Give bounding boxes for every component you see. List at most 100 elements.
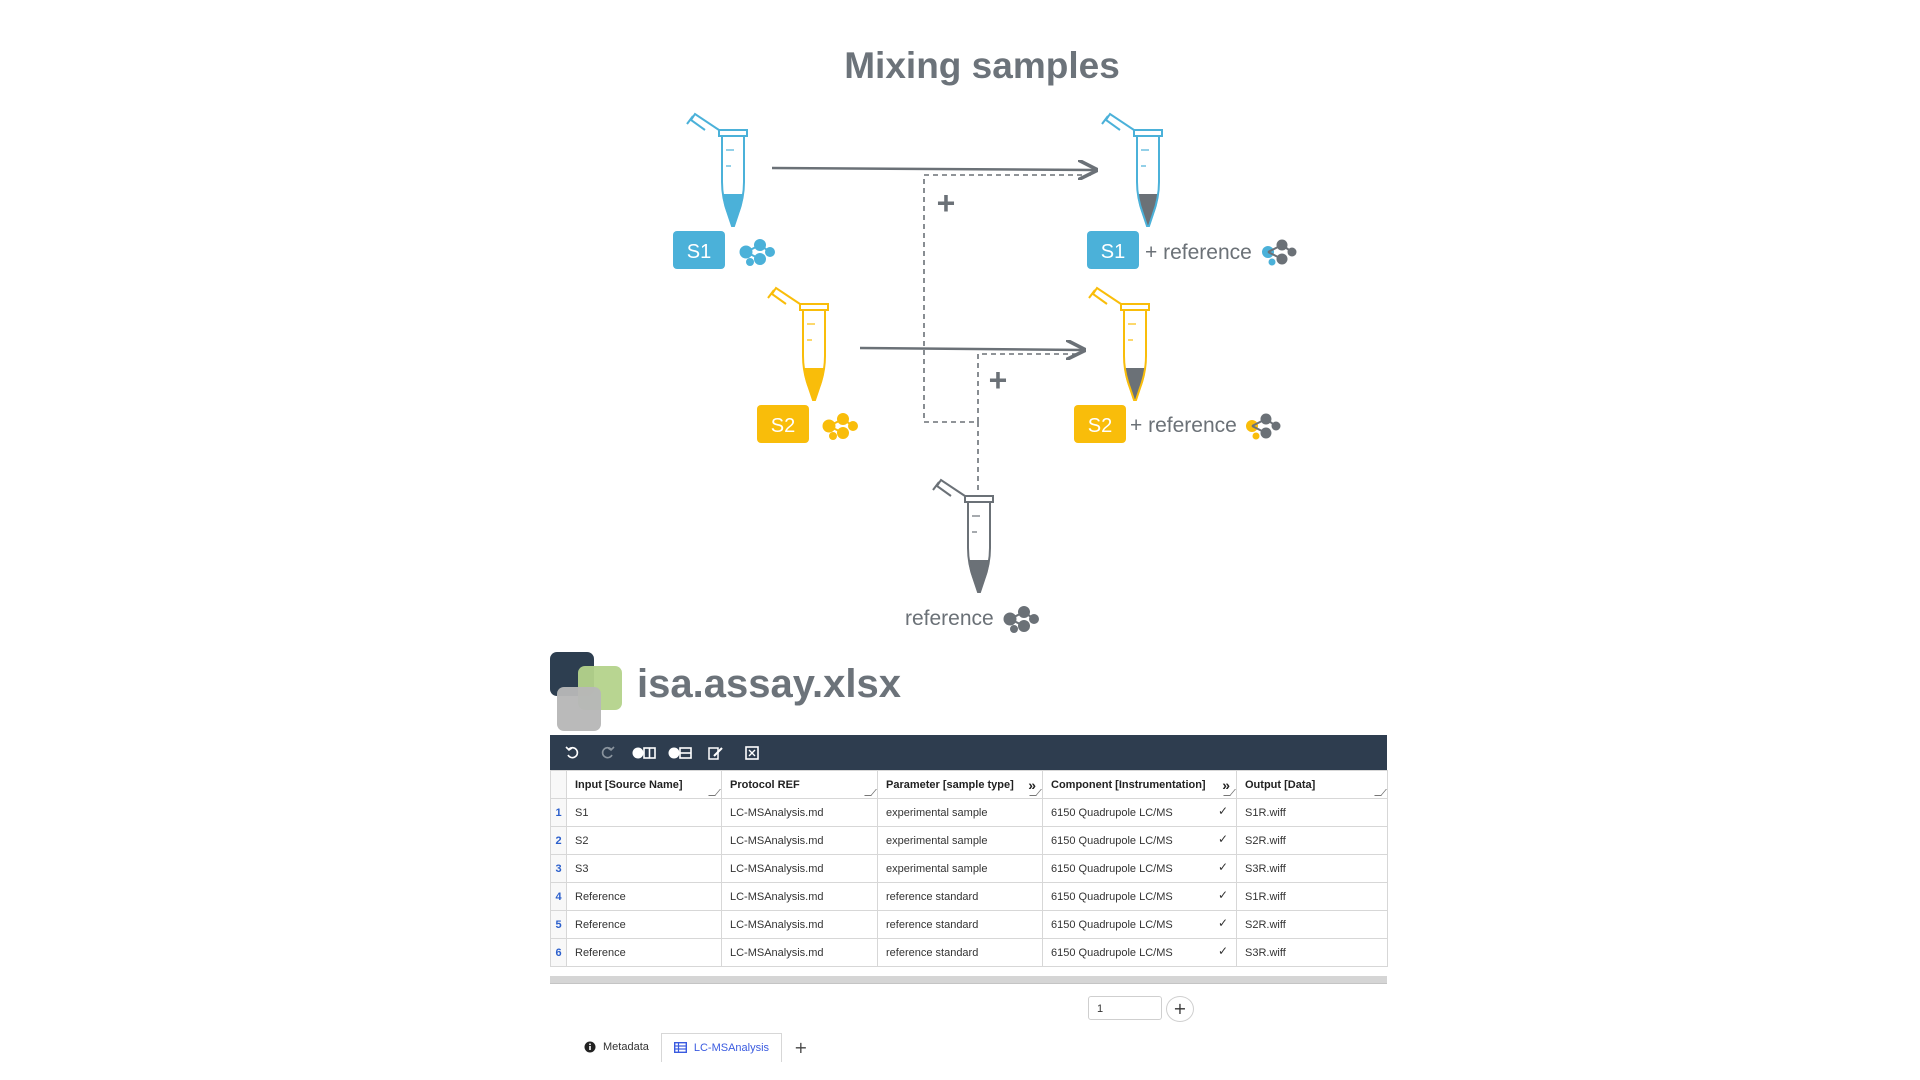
badge-s2-reference-label: S2 <box>1088 415 1112 437</box>
cell-protocol-text: LC-MSAnalysis.md <box>730 834 824 847</box>
badge-s2: S2 <box>757 405 809 443</box>
cell-component-text: 6150 Quadrupole LC/MS <box>1051 834 1173 847</box>
cell-output[interactable]: S2R.wiff <box>1236 826 1388 855</box>
add-rows-button[interactable]: + <box>1166 996 1194 1022</box>
column-header[interactable]: Parameter [sample type]» <box>877 770 1043 799</box>
cell-input-text: Reference <box>575 890 626 903</box>
cell-protocol[interactable]: LC-MSAnalysis.md <box>721 882 878 911</box>
assay-sheet: Input [Source Name] Protocol REF Paramet… <box>550 735 1388 984</box>
cell-output[interactable]: S2R.wiff <box>1236 910 1388 939</box>
add-rows-icon[interactable] <box>666 742 694 764</box>
cell-protocol[interactable]: LC-MSAnalysis.md <box>721 938 878 967</box>
tab-metadata[interactable]: Metadata <box>572 1033 661 1061</box>
horizontal-scrollbar[interactable] <box>550 976 1387 984</box>
cell-input[interactable]: S3 <box>566 854 722 883</box>
cell-output-text: S1R.wiff <box>1245 806 1286 819</box>
select-all-icon[interactable] <box>738 742 766 764</box>
cell-parameter[interactable]: reference standard <box>877 938 1043 967</box>
cell-component[interactable]: 6150 Quadrupole LC/MS✓ <box>1042 882 1237 911</box>
tube-reference <box>932 479 994 593</box>
mixing-diagram: Mixing samples + + S1 S1 + reference <box>673 45 1297 634</box>
toolbar <box>550 735 1387 770</box>
cell-input[interactable]: Reference <box>566 910 722 939</box>
cell-parameter[interactable]: reference standard <box>877 882 1043 911</box>
column-header[interactable]: Protocol REF <box>721 770 878 799</box>
cell-parameter[interactable]: experimental sample <box>877 854 1043 883</box>
row-number: 5 <box>550 910 567 939</box>
cell-input[interactable]: Reference <box>566 938 722 967</box>
cell-parameter[interactable]: experimental sample <box>877 826 1043 855</box>
cell-component-text: 6150 Quadrupole LC/MS <box>1051 806 1173 819</box>
expand-chevron-icon[interactable]: » <box>1222 777 1230 793</box>
cell-output[interactable]: S3R.wiff <box>1236 938 1388 967</box>
cell-output[interactable]: S1R.wiff <box>1236 798 1388 827</box>
cell-output[interactable]: S3R.wiff <box>1236 854 1388 883</box>
table-row: 5 Reference LC-MSAnalysis.md reference stan… <box>550 910 1388 939</box>
add-building-block-icon[interactable] <box>630 742 658 764</box>
diagram-title: Mixing samples <box>844 45 1120 86</box>
cell-component-text: 6150 Quadrupole LC/MS <box>1051 918 1173 931</box>
cell-input-text: S1 <box>575 806 589 819</box>
redo-icon[interactable] <box>594 742 622 764</box>
cell-parameter[interactable]: reference standard <box>877 910 1043 939</box>
check-icon: ✓ <box>1217 944 1228 958</box>
cell-input[interactable]: Reference <box>566 882 722 911</box>
cell-component-text: 6150 Quadrupole LC/MS <box>1051 862 1173 875</box>
cell-component-text: 6150 Quadrupole LC/MS <box>1051 890 1173 903</box>
check-icon: ✓ <box>1217 860 1228 874</box>
badge-s2-reference: S2 <box>1074 405 1126 443</box>
cell-protocol[interactable]: LC-MSAnalysis.md <box>721 826 878 855</box>
cell-input-text: Reference <box>575 946 626 959</box>
badge-s1: S1 <box>673 231 725 269</box>
column-header-label: Input [Source Name] <box>575 778 683 791</box>
cell-protocol[interactable]: LC-MSAnalysis.md <box>721 854 878 883</box>
table-icon <box>673 1042 687 1053</box>
column-header[interactable]: Component [Instrumentation]» <box>1042 770 1237 799</box>
cell-output[interactable]: S1R.wiff <box>1236 882 1388 911</box>
edit-icon[interactable] <box>702 742 730 764</box>
row-number: 3 <box>550 854 567 883</box>
cell-protocol-text: LC-MSAnalysis.md <box>730 946 824 959</box>
isa-header: isa.assay.xlsx <box>550 652 1050 732</box>
reference-label: reference <box>905 607 994 630</box>
cell-output-text: S2R.wiff <box>1245 834 1286 847</box>
cell-component[interactable]: 6150 Quadrupole LC/MS✓ <box>1042 826 1237 855</box>
add-tab-button[interactable]: + <box>794 1037 808 1057</box>
badge-s2-label: S2 <box>771 415 795 437</box>
cell-component[interactable]: 6150 Quadrupole LC/MS ✓ <box>1042 910 1237 939</box>
cell-component[interactable]: 6150 Quadrupole LC/MS ✓ <box>1042 798 1237 827</box>
cell-component[interactable]: 6150 Quadrupole LC/MS ✓ <box>1042 854 1237 883</box>
cell-protocol-text: LC-MSAnalysis.md <box>730 890 824 903</box>
check-icon: ✓ <box>1217 804 1228 818</box>
cell-protocol-text: LC-MSAnalysis.md <box>730 862 824 875</box>
s2-reference-suffix: + reference <box>1130 414 1237 437</box>
undo-icon[interactable] <box>558 742 586 764</box>
cell-component[interactable]: 6150 Quadrupole LC/MS✓ <box>1042 938 1237 967</box>
cell-parameter[interactable]: experimental sample <box>877 798 1043 827</box>
tab-lc-msanalysis[interactable]: LC-MSAnalysis <box>660 1032 783 1062</box>
molecule-mixed-s2-icon <box>1246 413 1281 440</box>
cell-protocol[interactable]: LC-MSAnalysis.md <box>721 910 878 939</box>
molecule-mixed-s1-icon <box>1262 239 1297 266</box>
molecule-reference-icon <box>1003 605 1040 634</box>
cell-input[interactable]: S2 <box>566 826 722 855</box>
column-header[interactable]: Output [Data] <box>1236 770 1388 799</box>
check-icon: ✓ <box>1217 916 1228 930</box>
tube-s2 <box>767 287 829 401</box>
tube-s1-reference <box>1101 113 1163 227</box>
cell-input-text: S2 <box>575 834 589 847</box>
cell-input[interactable]: S1 <box>566 798 722 827</box>
column-header[interactable]: Input [Source Name] <box>566 770 722 799</box>
expand-chevron-icon[interactable]: » <box>1028 777 1036 793</box>
s1-reference-suffix: + reference <box>1145 241 1252 264</box>
cell-input-text: Reference <box>575 918 626 931</box>
cell-protocol[interactable]: LC-MSAnalysis.md <box>721 798 878 827</box>
molecule-s1-icon <box>739 238 776 267</box>
add-rows-count-input[interactable]: 1 <box>1088 996 1162 1020</box>
badge-s1-label: S1 <box>687 241 711 263</box>
cell-parameter-text: reference standard <box>886 918 979 931</box>
molecule-s2-icon <box>822 412 859 441</box>
